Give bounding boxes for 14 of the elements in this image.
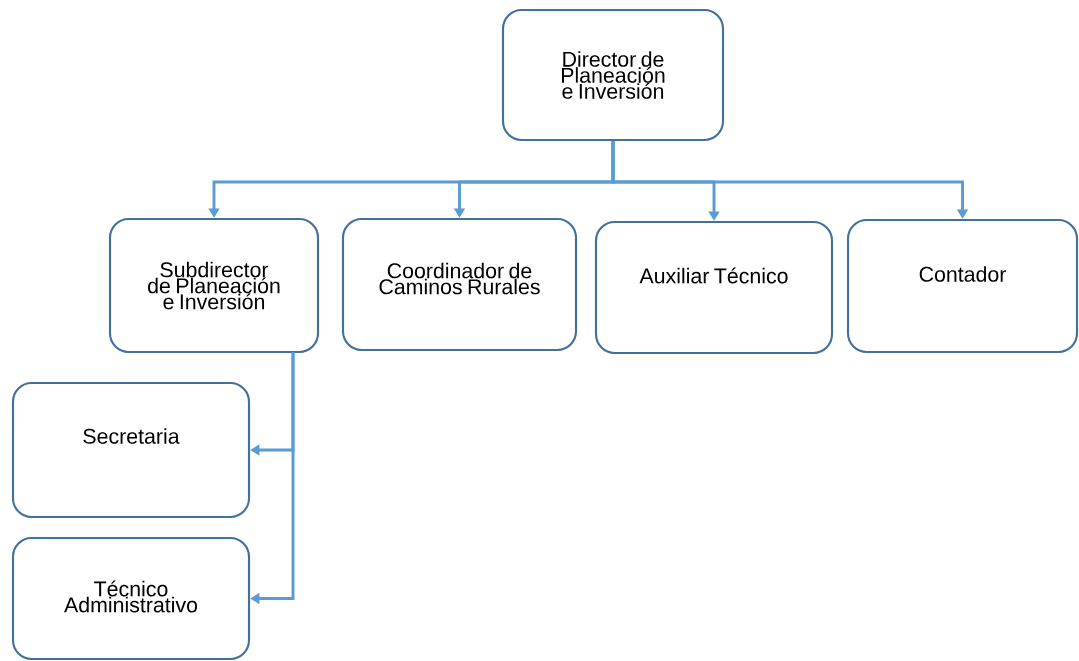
node-label: Secretaria	[83, 428, 180, 444]
org-box	[594, 220, 834, 355]
org-box	[846, 218, 1079, 354]
node-label: Técnico Administrativo	[64, 580, 198, 613]
node-label: Subdirector de Planeación e Inversión	[148, 261, 280, 310]
node-label: Director de Planeación e Inversión	[561, 51, 665, 99]
org-box	[341, 217, 578, 352]
org-box	[11, 381, 251, 519]
org-box	[501, 8, 725, 142]
node-label: Auxiliar Técnico	[639, 267, 788, 284]
org-box	[11, 536, 251, 661]
node-label: Contador	[919, 266, 1007, 282]
org-box	[108, 217, 320, 354]
node-label: Coordinador de Caminos Rurales	[379, 262, 540, 295]
